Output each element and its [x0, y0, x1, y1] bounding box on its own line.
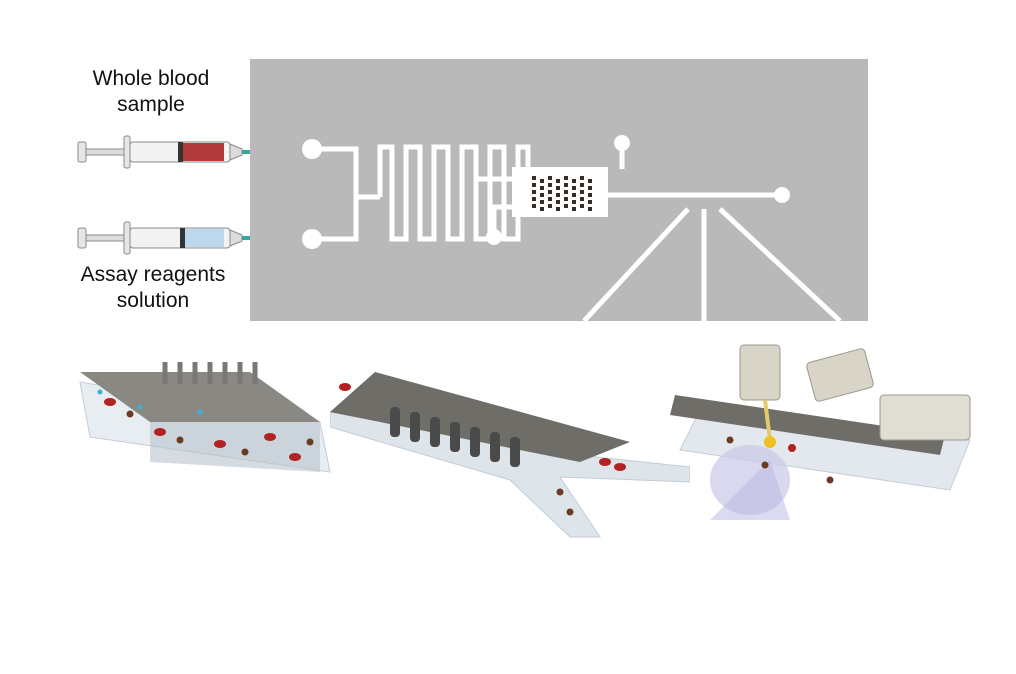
reagent-syringe-icon [77, 221, 276, 255]
pillar [540, 179, 544, 183]
mixing-channel-icon [79, 362, 331, 473]
pillar [572, 179, 576, 183]
pillar [548, 183, 552, 187]
pillar [588, 193, 592, 197]
blood-syringe-icon [77, 135, 276, 169]
assay-reagents-label-line1: Assay reagents [80, 263, 226, 286]
pillar [556, 186, 560, 190]
pillar [532, 204, 536, 208]
pillar [556, 207, 560, 211]
pillar [556, 193, 560, 197]
pillar [564, 204, 568, 208]
pillar [580, 190, 584, 194]
assay-reagents-label: Assay reagents solution [62, 262, 244, 314]
pillar [580, 176, 584, 180]
pillar-array-icon [532, 176, 592, 211]
pillar [564, 176, 568, 180]
pillar [548, 190, 552, 194]
whole-blood-label-line2: sample [117, 93, 185, 116]
pillar [532, 176, 536, 180]
pillar [588, 179, 592, 183]
pillar [564, 197, 568, 201]
pillar [532, 183, 536, 187]
pillar [556, 200, 560, 204]
separation-channel-icon [330, 372, 690, 538]
pillar [540, 200, 544, 204]
pillar [540, 207, 544, 211]
pillar [580, 204, 584, 208]
pillar [556, 179, 560, 183]
pillar [580, 183, 584, 187]
pillar [588, 207, 592, 211]
pillar [588, 200, 592, 204]
pillar [580, 197, 584, 201]
pillar [532, 190, 536, 194]
pillar [564, 190, 568, 194]
optical-detection-icon [670, 344, 971, 520]
pillar [548, 197, 552, 201]
assay-reagents-label-line2: solution [116, 289, 190, 312]
pillar [572, 200, 576, 204]
whole-blood-label: Whole blood sample [66, 66, 236, 118]
pillar [548, 204, 552, 208]
whole-blood-label-line1: Whole blood [92, 67, 210, 90]
pillar [548, 176, 552, 180]
pillar [572, 207, 576, 211]
pillar [532, 197, 536, 201]
pillar [564, 183, 568, 187]
pillar [540, 193, 544, 197]
pillar [572, 193, 576, 197]
pillar [572, 186, 576, 190]
pillar [588, 186, 592, 190]
pillar [540, 186, 544, 190]
microfluidic-chip-icon [250, 59, 868, 321]
